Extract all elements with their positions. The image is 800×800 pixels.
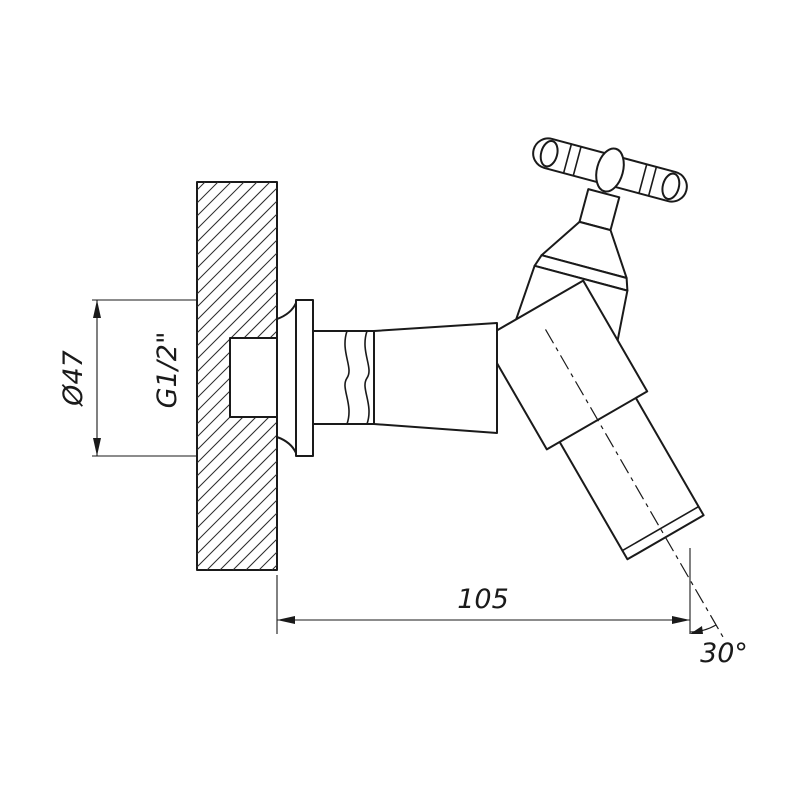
dim-length-label: 105 [457,584,509,615]
dimension-length: 105 [276,548,691,634]
arrowhead-arc [690,626,703,634]
handle-spoke-line [572,145,582,177]
flange-disc [295,299,314,457]
arrowhead-right [672,616,690,624]
hex-nut-facet-line [364,330,370,425]
handle [532,137,688,203]
arrowhead-down [93,438,101,456]
dimension-angle: 30° [689,624,748,669]
pipe-socket [229,337,278,418]
dim-angle-label: 30° [700,638,748,669]
handle-end-cap [539,139,559,168]
inlet-body [373,322,498,434]
handle-hub [595,147,625,193]
handle-spoke-line [647,166,658,197]
arrowhead-left [277,616,295,624]
hex-nut [312,330,375,425]
flange-cone [276,302,297,454]
valve-head [481,279,649,451]
dim-diameter-label: Ø47 [58,350,89,407]
angle-arc [689,624,717,633]
handle-end-cap [661,172,681,201]
handle-spoke-line [638,163,648,195]
arrowhead-up [93,300,101,318]
dimension-diameter: Ø47 [58,299,196,457]
handle-spoke-line [562,143,573,174]
dim-thread-label: G1/2" [152,332,183,409]
hex-nut-facet-line [344,330,350,425]
spout-tip-edge [621,505,700,552]
